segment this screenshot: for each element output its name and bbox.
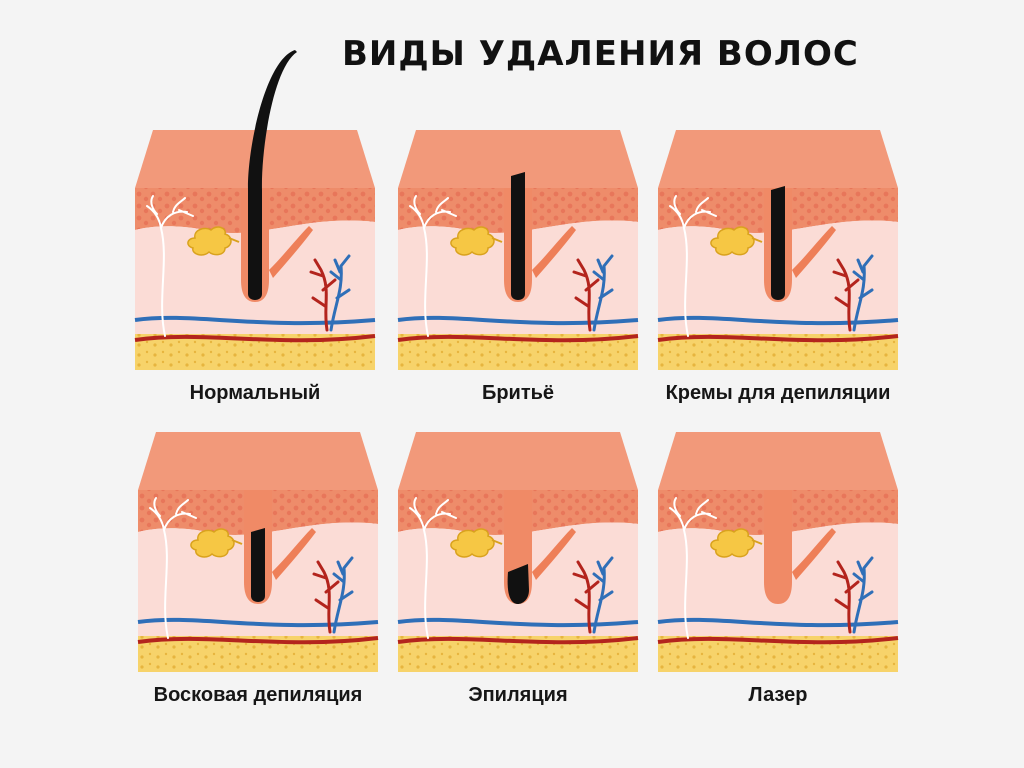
panel-cream bbox=[656, 128, 900, 372]
hair-root-icon bbox=[507, 564, 529, 604]
panel-laser bbox=[656, 430, 900, 674]
hair-root-icon bbox=[251, 528, 265, 602]
skin-cross-section-shaving bbox=[396, 128, 640, 372]
hair-strand-icon bbox=[247, 50, 297, 300]
caption-waxing: Восковая депиляция bbox=[153, 684, 363, 706]
page-title: ВИДЫ УДАЛЕНИЯ ВОЛОС bbox=[342, 34, 859, 74]
caption-epilation: Эпиляция bbox=[468, 684, 568, 706]
skin-cross-section-normal bbox=[133, 50, 377, 372]
caption-normal: Нормальный bbox=[189, 382, 321, 404]
skin-cross-section-epilation bbox=[396, 430, 640, 674]
panel-shaving bbox=[396, 128, 640, 372]
skin-cross-section-waxing bbox=[136, 430, 380, 674]
hair-stub-icon bbox=[771, 186, 785, 300]
panel-waxing bbox=[136, 430, 380, 674]
caption-cream: Кремы для депиляции bbox=[665, 382, 891, 404]
caption-laser: Лазер bbox=[748, 684, 808, 706]
skin-cross-section-cream bbox=[656, 128, 900, 372]
caption-shaving: Бритьё bbox=[481, 382, 555, 404]
panel-epilation bbox=[396, 430, 640, 674]
skin-cross-section-laser bbox=[656, 430, 900, 674]
hair-stub-icon bbox=[511, 172, 525, 300]
panel-normal bbox=[133, 50, 377, 372]
